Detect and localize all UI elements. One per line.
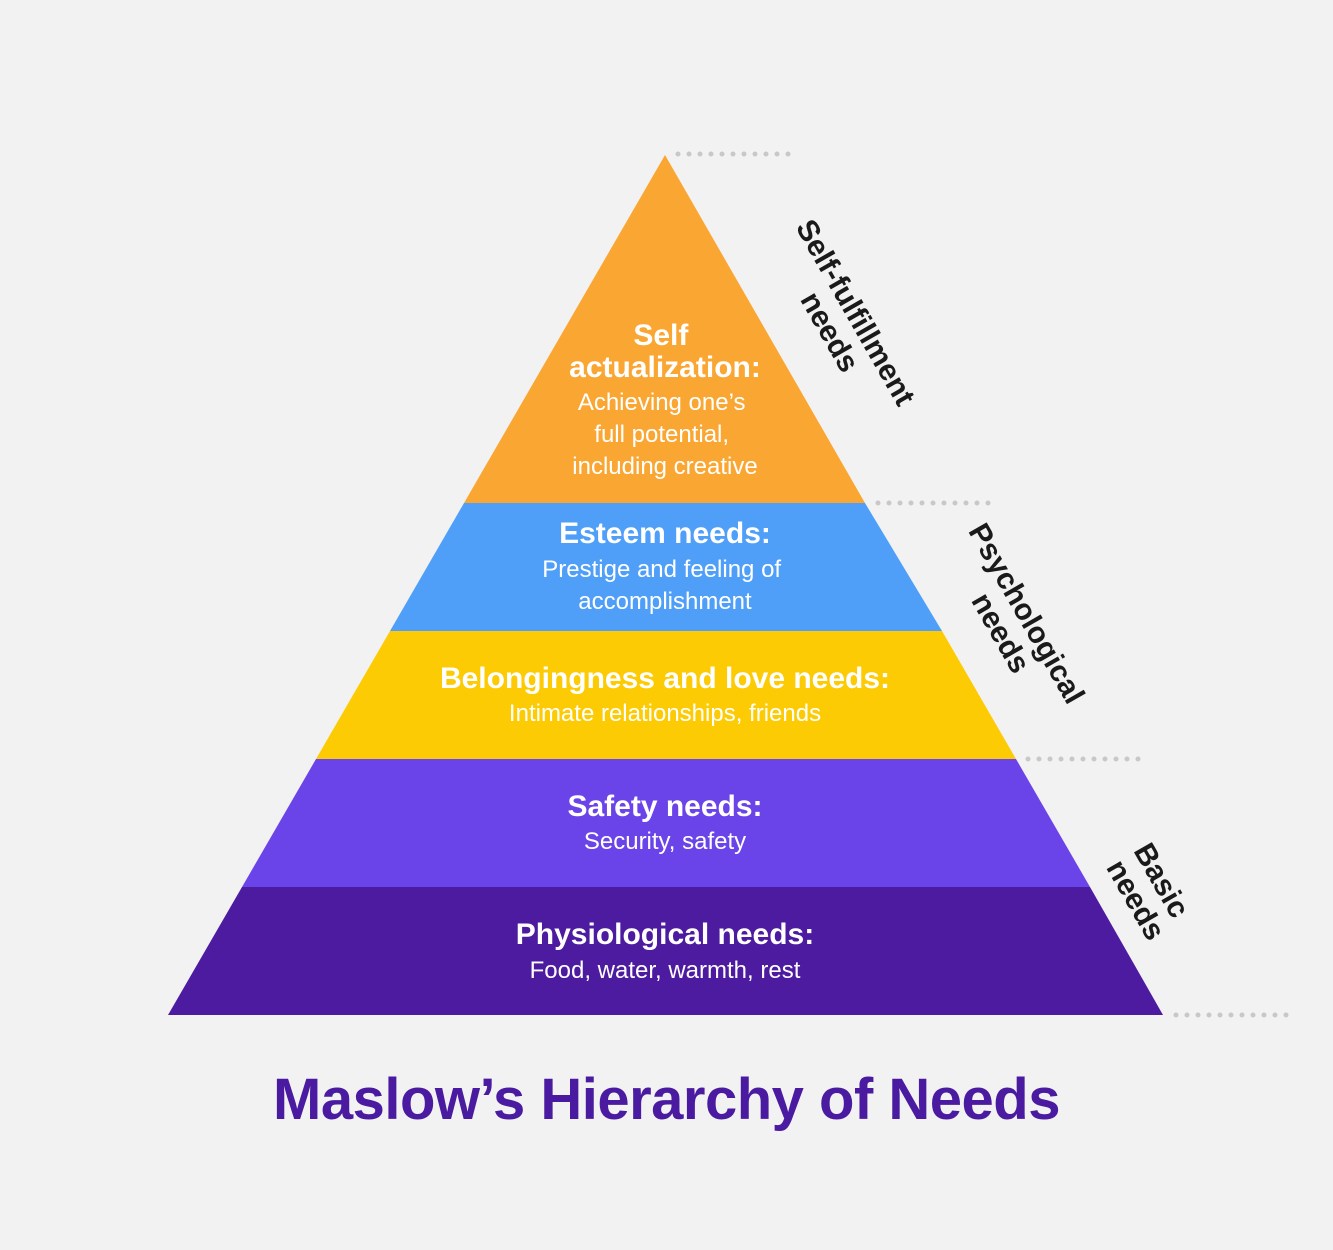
tier-esteem-description: Prestige and feeling of accomplishment xyxy=(542,556,788,615)
tier-safety-title: Safety needs: xyxy=(567,790,762,823)
tier-esteem xyxy=(390,503,942,631)
tier-belongingness-description: Intimate relationships, friends xyxy=(509,700,821,727)
tier-safety xyxy=(242,759,1090,887)
tier-esteem-title: Esteem needs: xyxy=(559,517,771,550)
tier-belongingness xyxy=(316,631,1016,759)
tier-physiological-description: Food, water, warmth, rest xyxy=(530,957,801,984)
tier-belongingness-title: Belongingness and love needs: xyxy=(440,662,890,695)
tier-safety-description: Security, safety xyxy=(584,828,746,855)
tier-self-actualization-description: Achieving one’s full potential, includin… xyxy=(572,389,757,480)
tier-physiological xyxy=(168,887,1163,1015)
tier-physiological-title: Physiological needs: xyxy=(516,918,814,951)
tier-self-actualization xyxy=(464,155,865,503)
tier-self-actualization-title: Self actualization: xyxy=(569,319,761,384)
diagram-title: Maslow’s Hierarchy of Needs xyxy=(273,1067,1060,1132)
